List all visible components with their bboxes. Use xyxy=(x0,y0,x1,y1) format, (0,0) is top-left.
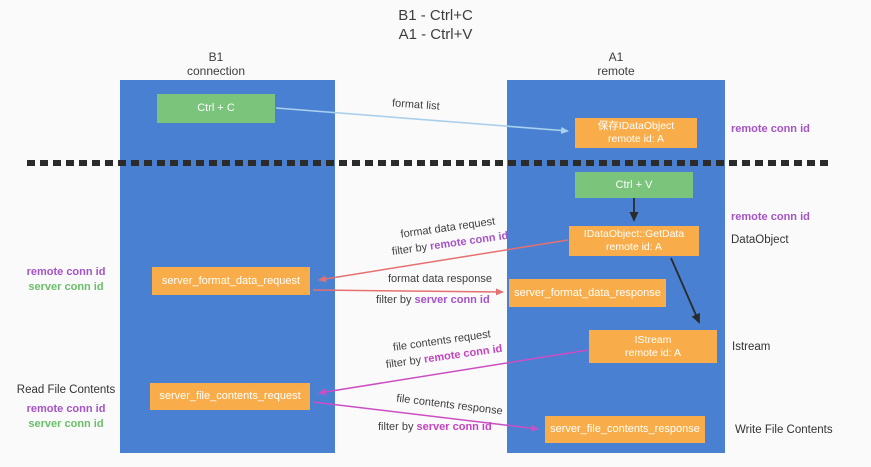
filter-by-text: filter by xyxy=(391,240,431,259)
filter-by-text: filter by xyxy=(378,421,417,433)
format-data-response-filter: filter by server conn id xyxy=(376,292,490,308)
filter-by-text: filter by xyxy=(385,353,425,372)
lane-a1-name: A1 xyxy=(608,50,624,64)
ctrl-v-label: Ctrl + V xyxy=(615,178,653,191)
ctrl-c-label: Ctrl + C xyxy=(197,102,235,114)
server-format-data-response-box: server_format_data_response xyxy=(509,279,666,307)
ctrl-v-box: Ctrl + V xyxy=(575,172,693,198)
file-contents-response-filter: filter by server conn id xyxy=(378,419,492,435)
save-idataobject-line1: 保存IDataObject xyxy=(597,120,675,132)
filter-by-text: filter by xyxy=(376,294,415,306)
title-line-1: B1 - Ctrl+C xyxy=(398,7,473,24)
left-server-conn-id-1: server conn id xyxy=(28,281,104,293)
title-line-2: A1 - Ctrl+V xyxy=(398,26,473,43)
dataobject-label: DataObject xyxy=(731,234,789,246)
left-remote-conn-id-1: remote conn id xyxy=(26,266,106,278)
left-remote-conn-id-2: remote conn id xyxy=(26,403,106,415)
file-contents-request-label: file contents request filter by remote c… xyxy=(374,324,511,374)
phase-separator-dashed-line xyxy=(27,160,833,166)
file-contents-response-label: file contents response xyxy=(395,392,504,418)
server-format-data-request-box: server_format_data_request xyxy=(152,267,310,295)
right-remote-conn-id-2: remote conn id xyxy=(731,211,810,223)
server-file-contents-response-label: server_file_contents_response xyxy=(550,423,700,435)
right-remote-conn-id-1: remote conn id xyxy=(731,123,810,135)
diagram-title: B1 - Ctrl+C A1 - Ctrl+V xyxy=(0,6,871,44)
left-server-conn-id-2: server conn id xyxy=(28,418,104,430)
lane-b1-name: B1 xyxy=(208,50,224,64)
istream-box: IStream remote id: A xyxy=(589,330,717,363)
istream-line1: IStream xyxy=(634,333,672,346)
server-conn-id-text: server conn id xyxy=(414,294,490,306)
server-format-data-response-label: server_format_data_response xyxy=(514,286,661,299)
getdata-line2: remote id: A xyxy=(605,241,663,253)
server-format-data-request-label: server_format_data_request xyxy=(161,274,301,287)
server-file-contents-request-box: server_file_contents_request xyxy=(150,383,310,410)
save-idataobject-line2: remote id: A xyxy=(607,133,665,145)
server-file-contents-request-label: server_file_contents_request xyxy=(159,390,301,402)
istream-line2: remote id: A xyxy=(624,346,682,359)
read-file-contents-label: Read File Contents xyxy=(16,384,116,396)
format-list-label: format list xyxy=(391,97,441,113)
save-idataobject-box: 保存IDataObject remote id: A xyxy=(575,118,697,148)
format-data-request-label: format data request filter by remote con… xyxy=(381,211,516,261)
lane-header-a1: A1 remote xyxy=(597,50,634,78)
lane-a1-role: remote xyxy=(597,64,635,78)
server-conn-id-text: server conn id xyxy=(416,421,492,433)
format-data-response-label: format data response xyxy=(388,273,492,285)
ctrl-c-box: Ctrl + C xyxy=(157,94,275,123)
server-file-contents-response-box: server_file_contents_response xyxy=(545,416,705,443)
lane-b1-role: connection xyxy=(186,64,246,78)
write-file-contents-label: Write File Contents xyxy=(735,424,833,436)
lane-header-b1: B1 connection xyxy=(187,50,245,78)
getdata-line1: IDataObject::GetData xyxy=(583,228,685,240)
istream-side-label: Istream xyxy=(732,341,771,353)
getdata-box: IDataObject::GetData remote id: A xyxy=(569,226,699,256)
